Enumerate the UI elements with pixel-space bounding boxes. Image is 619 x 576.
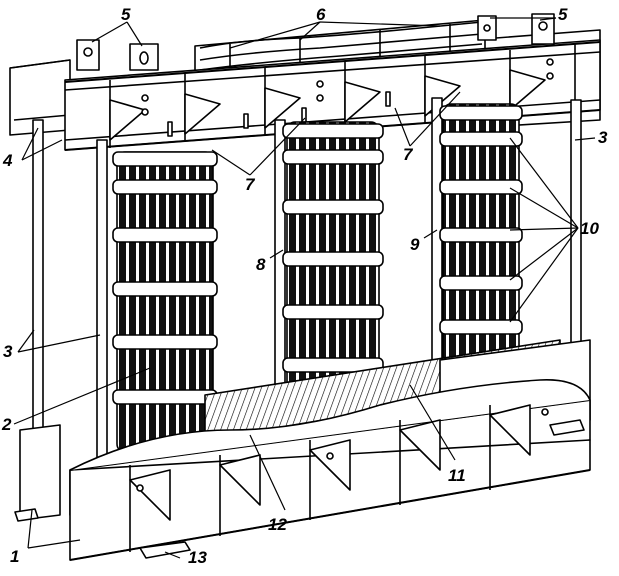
label-8: 8	[256, 255, 266, 274]
lifting-lug	[477, 15, 497, 41]
callout-labels: 1 2 3 3 4 5 5 6 7 7 8 9 10 11 12 13	[1, 5, 608, 567]
leader-lines	[13, 17, 596, 559]
lifting-lug	[531, 13, 555, 45]
mounting-foot	[139, 541, 191, 559]
tie-rod	[32, 119, 44, 439]
label-11: 11	[448, 466, 466, 485]
mounting-foot	[14, 508, 39, 522]
label-13: 13	[188, 548, 207, 567]
label-1: 1	[10, 547, 19, 566]
label-5-right: 5	[558, 5, 568, 24]
label-7-right: 7	[403, 145, 414, 164]
label-3-right: 3	[598, 128, 608, 147]
label-3-left: 3	[3, 342, 13, 361]
winding-left	[112, 151, 218, 453]
clamping-bolts	[141, 58, 554, 137]
label-5-left: 5	[121, 5, 131, 24]
label-6: 6	[316, 5, 326, 24]
front-upper-yoke-beam	[64, 39, 601, 151]
label-7-left: 7	[245, 175, 256, 194]
lifting-lug	[76, 39, 100, 71]
label-10: 10	[580, 219, 599, 238]
label-12: 12	[268, 515, 287, 534]
front-lower-yoke-beam	[69, 379, 591, 561]
label-4: 4	[2, 151, 13, 170]
winding-right	[439, 103, 523, 375]
mounting-foot	[549, 419, 585, 436]
label-9: 9	[410, 235, 420, 254]
lifting-lug	[129, 43, 159, 71]
tie-rod	[96, 139, 108, 476]
label-2: 2	[1, 415, 12, 434]
